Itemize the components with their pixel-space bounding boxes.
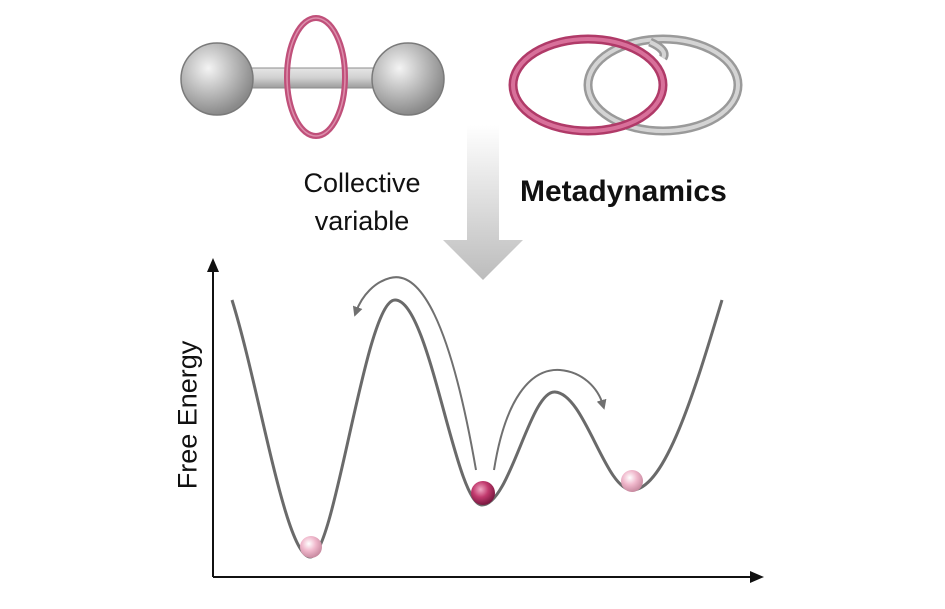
y-axis-label: Free Energy [172, 340, 203, 490]
collective-variable-line2: variable [314, 206, 410, 236]
down-arrow-icon [443, 125, 523, 280]
interlocked-rings-icon [508, 34, 743, 136]
marble-icon [471, 481, 495, 505]
marble-icon [621, 470, 643, 492]
transition-arrow-right [493, 368, 607, 471]
axes [207, 258, 764, 583]
transition-arrow-left [352, 276, 477, 471]
method-label: Metadynamics [520, 175, 727, 208]
collective-variable-label: Collective variable [262, 164, 462, 240]
collective-variable-line1: Collective [303, 168, 421, 198]
free-energy-curve [230, 298, 724, 559]
marble-icon [300, 536, 322, 558]
dumbbell-molecule-icon [180, 15, 445, 139]
